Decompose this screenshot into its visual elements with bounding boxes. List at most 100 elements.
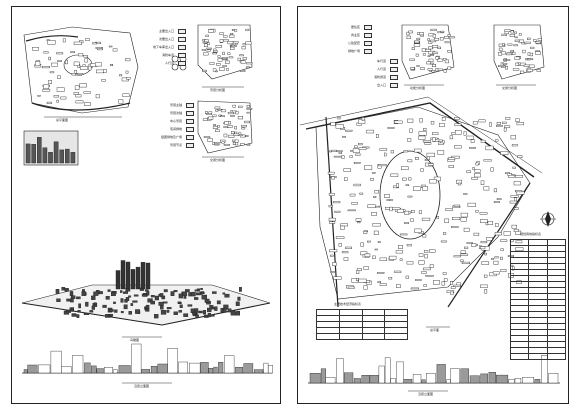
- building-footprint: [372, 223, 381, 227]
- building-footprint: [423, 250, 429, 253]
- building-footprint: [234, 29, 238, 32]
- building-footprint: [484, 252, 487, 256]
- building-footprint: [224, 121, 229, 125]
- building-footprint: [514, 174, 523, 178]
- building-footprint: [404, 210, 410, 215]
- aerial-block: [206, 307, 212, 313]
- building-footprint: [347, 209, 356, 212]
- aerial-block: [146, 290, 150, 296]
- building-footprint: [358, 147, 367, 150]
- building-footprint: [340, 225, 345, 230]
- aerial-block: [66, 298, 72, 302]
- building-footprint: [479, 246, 486, 250]
- legend-left-a-row: 主要出入口: [130, 29, 186, 37]
- building-footprint: [356, 268, 362, 271]
- building-footprint: [537, 38, 542, 41]
- aerial-block: [200, 288, 203, 290]
- site-plan-blocks: [327, 116, 525, 295]
- aerial-block: [166, 307, 172, 310]
- area-table-cell: [509, 353, 530, 360]
- building-footprint: [411, 209, 415, 213]
- legend-left-b: 景观主轴景观次轴中心景观宅间绿地组团绿地及广场景观节点: [130, 103, 194, 151]
- building-footprint: [333, 155, 342, 158]
- building-footprint: [535, 50, 540, 52]
- building-footprint: [418, 260, 425, 265]
- render-tower: [65, 148, 70, 164]
- legend-left-a-swatch: [178, 29, 186, 34]
- building-footprint: [235, 111, 239, 115]
- elevation-building: [150, 366, 158, 374]
- building-footprint: [213, 48, 217, 52]
- aerial-block: [182, 291, 188, 296]
- building-footprint: [330, 254, 334, 257]
- building-footprint: [536, 69, 541, 72]
- building-footprint: [405, 275, 409, 279]
- aerial-block: [70, 295, 76, 299]
- building-footprint: [469, 146, 476, 149]
- building-footprint: [461, 261, 471, 265]
- building-footprint: [388, 277, 393, 280]
- building-footprint: [402, 177, 407, 181]
- render-tower: [37, 137, 42, 164]
- building-footprint: [119, 74, 123, 77]
- caption-inset-right-b: 交通分析图: [502, 86, 518, 90]
- inset-plan-b: [197, 100, 253, 154]
- building-footprint: [229, 34, 235, 38]
- aerial-block: [237, 296, 241, 301]
- legend-right-a-label: 绿地广场: [347, 49, 360, 53]
- building-footprint: [209, 62, 215, 65]
- legend-right-a-label: 公建配套: [347, 41, 360, 45]
- legend-right-a-swatch: [364, 33, 372, 38]
- aerial-block: [119, 290, 123, 293]
- building-footprint: [496, 198, 502, 200]
- building-footprint: [56, 99, 59, 103]
- building-footprint: [466, 170, 471, 173]
- elevation-building: [167, 348, 178, 374]
- building-footprint: [48, 80, 53, 84]
- aerial-block: [91, 295, 96, 300]
- building-footprint: [448, 36, 455, 39]
- elevation-building: [469, 375, 480, 384]
- building-footprint: [394, 120, 403, 124]
- building-footprint: [422, 186, 428, 191]
- aerial-block: [108, 309, 114, 312]
- aerial-block: [235, 301, 240, 306]
- building-footprint: [516, 122, 524, 126]
- legend-right-b-label: 出入口: [376, 83, 386, 87]
- elevation-building: [188, 362, 201, 374]
- aerial-block: [204, 298, 210, 303]
- aerial-block: [78, 303, 81, 309]
- building-footprint: [357, 221, 361, 224]
- building-footprint: [427, 68, 433, 71]
- tech-table-row: [316, 333, 408, 340]
- aerial-block: [183, 313, 189, 317]
- building-footprint: [514, 56, 520, 60]
- elevation-building: [425, 373, 436, 384]
- building-footprint: [500, 151, 509, 155]
- building-footprint: [418, 253, 424, 257]
- building-footprint: [418, 131, 427, 136]
- legend-left-b-swatch: [186, 143, 194, 148]
- building-footprint: [230, 110, 233, 113]
- building-footprint: [372, 171, 376, 174]
- area-table-cell: [546, 353, 567, 360]
- building-footprint: [435, 68, 439, 72]
- elevation-building: [213, 366, 218, 374]
- building-footprint: [411, 47, 415, 50]
- building-footprint: [421, 217, 431, 221]
- building-footprint: [494, 232, 502, 236]
- aerial-block: [216, 300, 221, 305]
- drawing-sheet-left: 总平面图 鸟瞰图 沿街立面图 景观分析图 交通分析图 主要出入口次要出入口地下车…: [11, 6, 281, 404]
- building-footprint: [483, 274, 488, 278]
- legend-left-a-label: 主要出入口: [158, 29, 174, 33]
- building-footprint: [343, 257, 349, 261]
- elevation-building: [534, 379, 541, 384]
- building-footprint: [429, 62, 434, 65]
- elevation-building: [38, 364, 51, 374]
- building-footprint: [509, 34, 515, 37]
- aerial-block: [201, 294, 208, 300]
- table-tech-title: 主要技术经济指标表: [334, 302, 362, 306]
- legend-left-b-label: 中心景观: [169, 119, 182, 123]
- legend-right-b-label: 车行道: [376, 59, 386, 63]
- building-footprint: [379, 148, 388, 151]
